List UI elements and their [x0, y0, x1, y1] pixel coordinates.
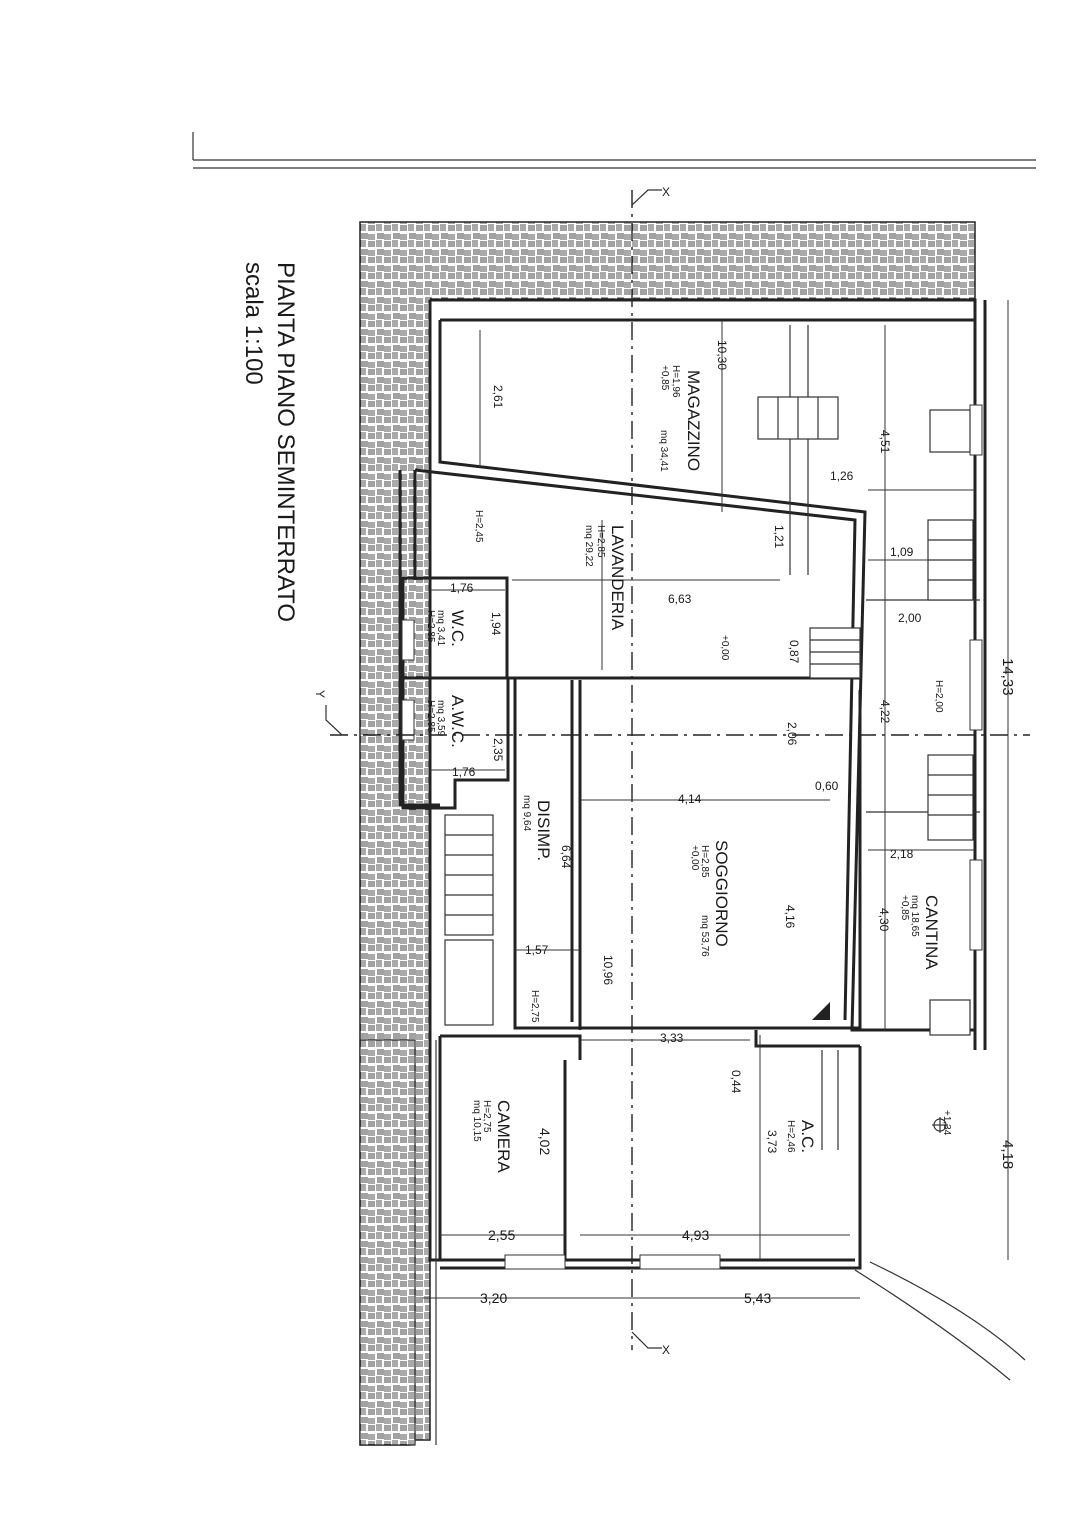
lavanderia-height2: H=2,45	[473, 510, 484, 543]
dim-4-14: 4,14	[678, 792, 702, 806]
lavanderia-name: LAVANDERIA	[608, 525, 627, 631]
cantina-height: H=2,00	[933, 680, 944, 713]
awc-area: mq 3,59	[435, 700, 446, 737]
dim-1-26: 1,26	[830, 469, 854, 483]
camera-height: H=2,75	[481, 1100, 492, 1133]
magazzino-height: H=1,96	[670, 365, 681, 398]
cantina-level: +0,85	[899, 895, 910, 921]
soggiorno-height: H=2,85	[699, 845, 710, 878]
room-cantina: CANTINA mq 18,65 +0,85 H=2,00	[899, 680, 944, 970]
stairs	[444, 396, 974, 1036]
section-lines: X X Y	[313, 185, 1030, 1357]
room-magazzino: MAGAZZINO mq 34,41 H=1,96 +0,85	[658, 365, 703, 472]
dim-2-06: 2,06	[785, 722, 799, 746]
magazzino-area: mq 34,41	[658, 430, 669, 472]
room-lavanderia: LAVANDERIA H=2,85 mq 29,22 H=2,45	[473, 510, 627, 631]
dim-1-09: 1,09	[890, 545, 914, 559]
magazzino-name: MAGAZZINO	[684, 370, 703, 471]
dim-2-00: 2,00	[898, 611, 922, 625]
dim-2-61: 2,61	[491, 385, 505, 409]
dim-10-30: 10,30	[715, 340, 729, 370]
dim-3-20: 3,20	[480, 1290, 507, 1306]
dim-5-43: 5,43	[744, 1290, 771, 1306]
exterior-ramp	[821, 1050, 1026, 1381]
dim-2-18: 2,18	[890, 847, 914, 861]
dim-3-33: 3,33	[660, 1031, 684, 1045]
title-line2: scala 1:100	[240, 262, 267, 385]
dim-1-94: 1,94	[489, 612, 503, 636]
dim-4-93: 4,93	[682, 1227, 709, 1243]
magazzino-level: +0,85	[659, 365, 670, 391]
dimension-labels: 10,30 2,61 4,51 1,26 1,21 1,09 2,00 1,76…	[450, 340, 1016, 1306]
cantina-area: mq 18,65	[909, 895, 920, 937]
lavanderia-height: H=2,85	[595, 525, 606, 558]
disimp-height: H=2,75	[529, 990, 540, 1023]
dim-4-16: 4,16	[783, 905, 797, 929]
section-x-top: X	[662, 185, 670, 199]
dim-2-35: 2,35	[491, 738, 505, 762]
dim-4-51: 4,51	[878, 430, 892, 454]
interior-walls	[398, 318, 980, 1260]
section-x-bottom: X	[662, 1343, 670, 1357]
wc-name: W.C.	[448, 610, 467, 647]
dim-1-76a: 1,76	[450, 581, 474, 595]
dim-6-64: 6,64	[559, 845, 573, 869]
dim-10-96: 10,96	[601, 955, 615, 985]
wc-height: H=2,85	[425, 610, 436, 643]
dim-4-22: 4,22	[878, 700, 892, 724]
disimp-area: mq 9,64	[521, 795, 532, 832]
soggiorno-area: mq 53,76	[699, 915, 710, 957]
dim-2-55: 2,55	[488, 1227, 515, 1243]
camera-name: CAMERA	[494, 1100, 513, 1173]
dim-14-33: 14,33	[999, 658, 1016, 696]
dim-4-18: 4,18	[999, 1140, 1016, 1169]
lavanderia-area: mq 29,22	[583, 525, 594, 567]
level-ext: +1,34	[941, 1110, 952, 1136]
dim-0-60: 0,60	[815, 779, 839, 793]
room-wc: W.C. mq 3,41 H=2,85	[425, 610, 467, 647]
dim-3-73: 3,73	[765, 1130, 779, 1154]
room-disimp: DISIMP. mq 9,64 H=2,75	[521, 795, 553, 1023]
dim-6-63: 6,63	[668, 592, 692, 606]
room-awc: A.W.C. mq 3,59 H=2,85	[425, 695, 467, 748]
soggiorno-level: +0,00	[689, 845, 700, 871]
level-markers: +0,00 +1,34	[719, 635, 952, 1136]
dimension-lines	[420, 300, 1009, 1299]
disimp-name: DISIMP.	[534, 800, 553, 861]
section-y: Y	[313, 690, 327, 698]
room-camera: CAMERA H=2,75 mq 10,15	[471, 1100, 513, 1173]
room-soggiorno: SOGGIORNO mq 53,76 H=2,85 +0,00	[689, 840, 731, 957]
ac-height: H=2,46	[785, 1120, 796, 1153]
sheet-top-border	[192, 132, 1036, 169]
retaining-wall-hatch	[359, 221, 976, 1446]
dim-4-30: 4,30	[877, 908, 891, 932]
cantina-name: CANTINA	[922, 895, 941, 970]
soggiorno-name: SOGGIORNO	[712, 840, 731, 947]
title-line1: PIANTA PIANO SEMINTERRATO	[272, 262, 299, 622]
dim-1-76b: 1,76	[452, 765, 476, 779]
window-openings	[401, 404, 983, 1270]
dim-0-44: 0,44	[729, 1070, 743, 1094]
dim-1-21: 1,21	[772, 525, 786, 549]
camera-area: mq 10,15	[471, 1100, 482, 1142]
awc-name: A.W.C.	[448, 695, 467, 748]
wc-area: mq 3,41	[435, 610, 446, 647]
room-ac: A.C. H=2,46	[785, 1120, 817, 1153]
level-center: +0,00	[719, 635, 730, 661]
dim-4-02: 4,02	[537, 1128, 553, 1155]
plan-title: PIANTA PIANO SEMINTERRATO scala 1:100	[240, 262, 299, 622]
dim-1-57: 1,57	[525, 943, 549, 957]
awc-height: H=2,85	[425, 700, 436, 733]
dim-0-87: 0,87	[787, 640, 801, 664]
ac-name: A.C.	[798, 1120, 817, 1153]
